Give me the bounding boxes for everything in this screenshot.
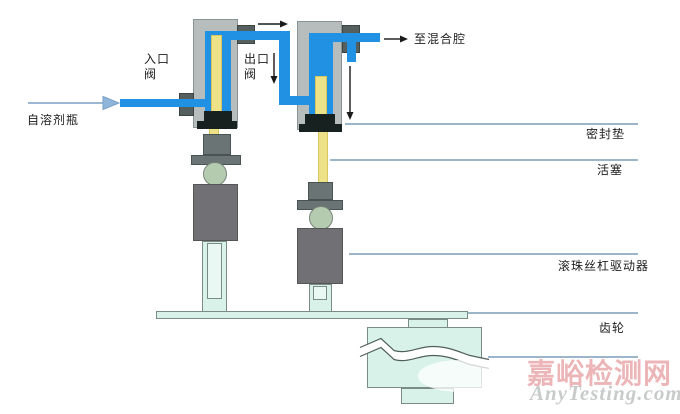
seal-right-top — [305, 114, 335, 125]
tube-tee-stub — [347, 42, 356, 62]
support-column-right-slot — [313, 286, 327, 300]
leader-line-gear — [468, 312, 638, 314]
leader-line-piston — [330, 159, 638, 161]
mount-platform — [156, 311, 468, 319]
seal-left-base — [197, 121, 237, 129]
cam-ball-right — [309, 206, 333, 230]
ball-screw-driver-left — [193, 184, 238, 241]
label-from-solvent-bottle: 自溶剂瓶 — [27, 113, 80, 127]
leader-line-lower — [488, 356, 638, 358]
leader-line-ball-screw — [349, 253, 638, 255]
piston-left — [211, 35, 222, 112]
tube-interconnect-down — [279, 31, 290, 105]
label-inlet-valve: 入口阀 — [144, 52, 171, 81]
flow-arrow-top-icon — [258, 20, 288, 28]
tube-interconnect-bottom — [279, 96, 311, 105]
gearbox-body — [367, 327, 482, 388]
solvent-inlet-arrow-icon — [28, 95, 121, 111]
label-piston: 活塞 — [597, 163, 624, 177]
label-gear: 齿轮 — [599, 321, 626, 335]
tube-outlet-right — [309, 33, 380, 42]
leader-line-seal — [345, 123, 638, 125]
flow-arrow-right-head-down-icon — [346, 66, 354, 120]
label-ball-screw-driver: 滚珠丝杠驱动器 — [558, 259, 650, 273]
support-column-left-slot — [207, 243, 222, 299]
watermark-site-name: 嘉峪检测网 — [527, 359, 673, 390]
tube-solvent-inlet — [120, 99, 206, 107]
ball-screw-driver-right — [297, 228, 343, 284]
tube-outlet-left — [205, 31, 290, 40]
seal-right-base — [299, 124, 342, 132]
piston-right — [315, 76, 327, 118]
label-outlet-valve: 出口阀 — [244, 52, 271, 81]
seal-left-top — [204, 111, 232, 122]
piston-holder-right — [308, 182, 333, 200]
label-seal: 密封垫 — [586, 127, 626, 141]
watermark-site-url: AnyTesting.com — [530, 381, 680, 405]
piston-rod-right — [318, 128, 328, 183]
label-to-mixing-chamber: 至混合腔 — [414, 32, 467, 46]
flow-arrow-mixing-icon — [384, 35, 408, 43]
cam-ball-left — [203, 162, 227, 186]
piston-holder-left — [203, 134, 231, 155]
gearbox-bottom-tab — [401, 388, 454, 404]
